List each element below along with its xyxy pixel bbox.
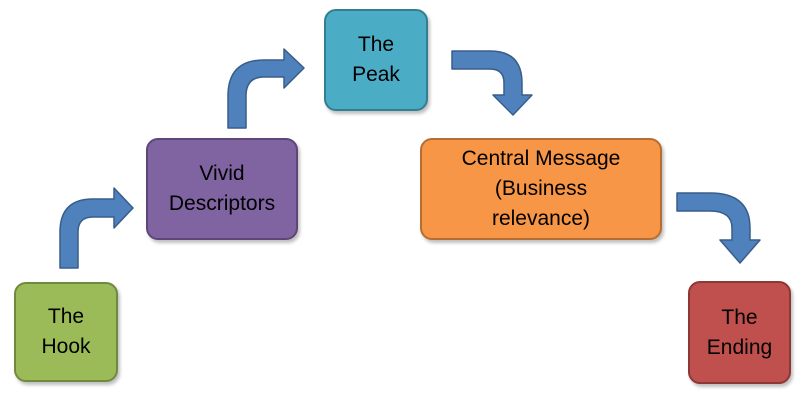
node-central-message: Central Message (Business relevance): [420, 138, 662, 240]
node-the-ending: The Ending: [688, 281, 791, 384]
node-the-hook-label: The Hook: [41, 305, 91, 358]
node-the-peak-label: The Peak: [352, 33, 400, 86]
node-the-hook: The Hook: [14, 282, 118, 382]
arrow-vivid-to-peak: [227, 48, 305, 129]
node-vivid-descriptors-label: Vivid Descriptors: [168, 162, 276, 215]
node-vivid-descriptors: Vivid Descriptors: [146, 138, 298, 240]
arrow-central-to-ending: [676, 192, 761, 264]
node-the-ending-label: The Ending: [706, 305, 773, 359]
arrow-peak-to-central: [451, 50, 533, 116]
arrow-hook-to-vivid: [59, 187, 134, 269]
node-central-message-label: Central Message (Business relevance): [461, 147, 621, 230]
node-the-peak: The Peak: [324, 9, 428, 111]
